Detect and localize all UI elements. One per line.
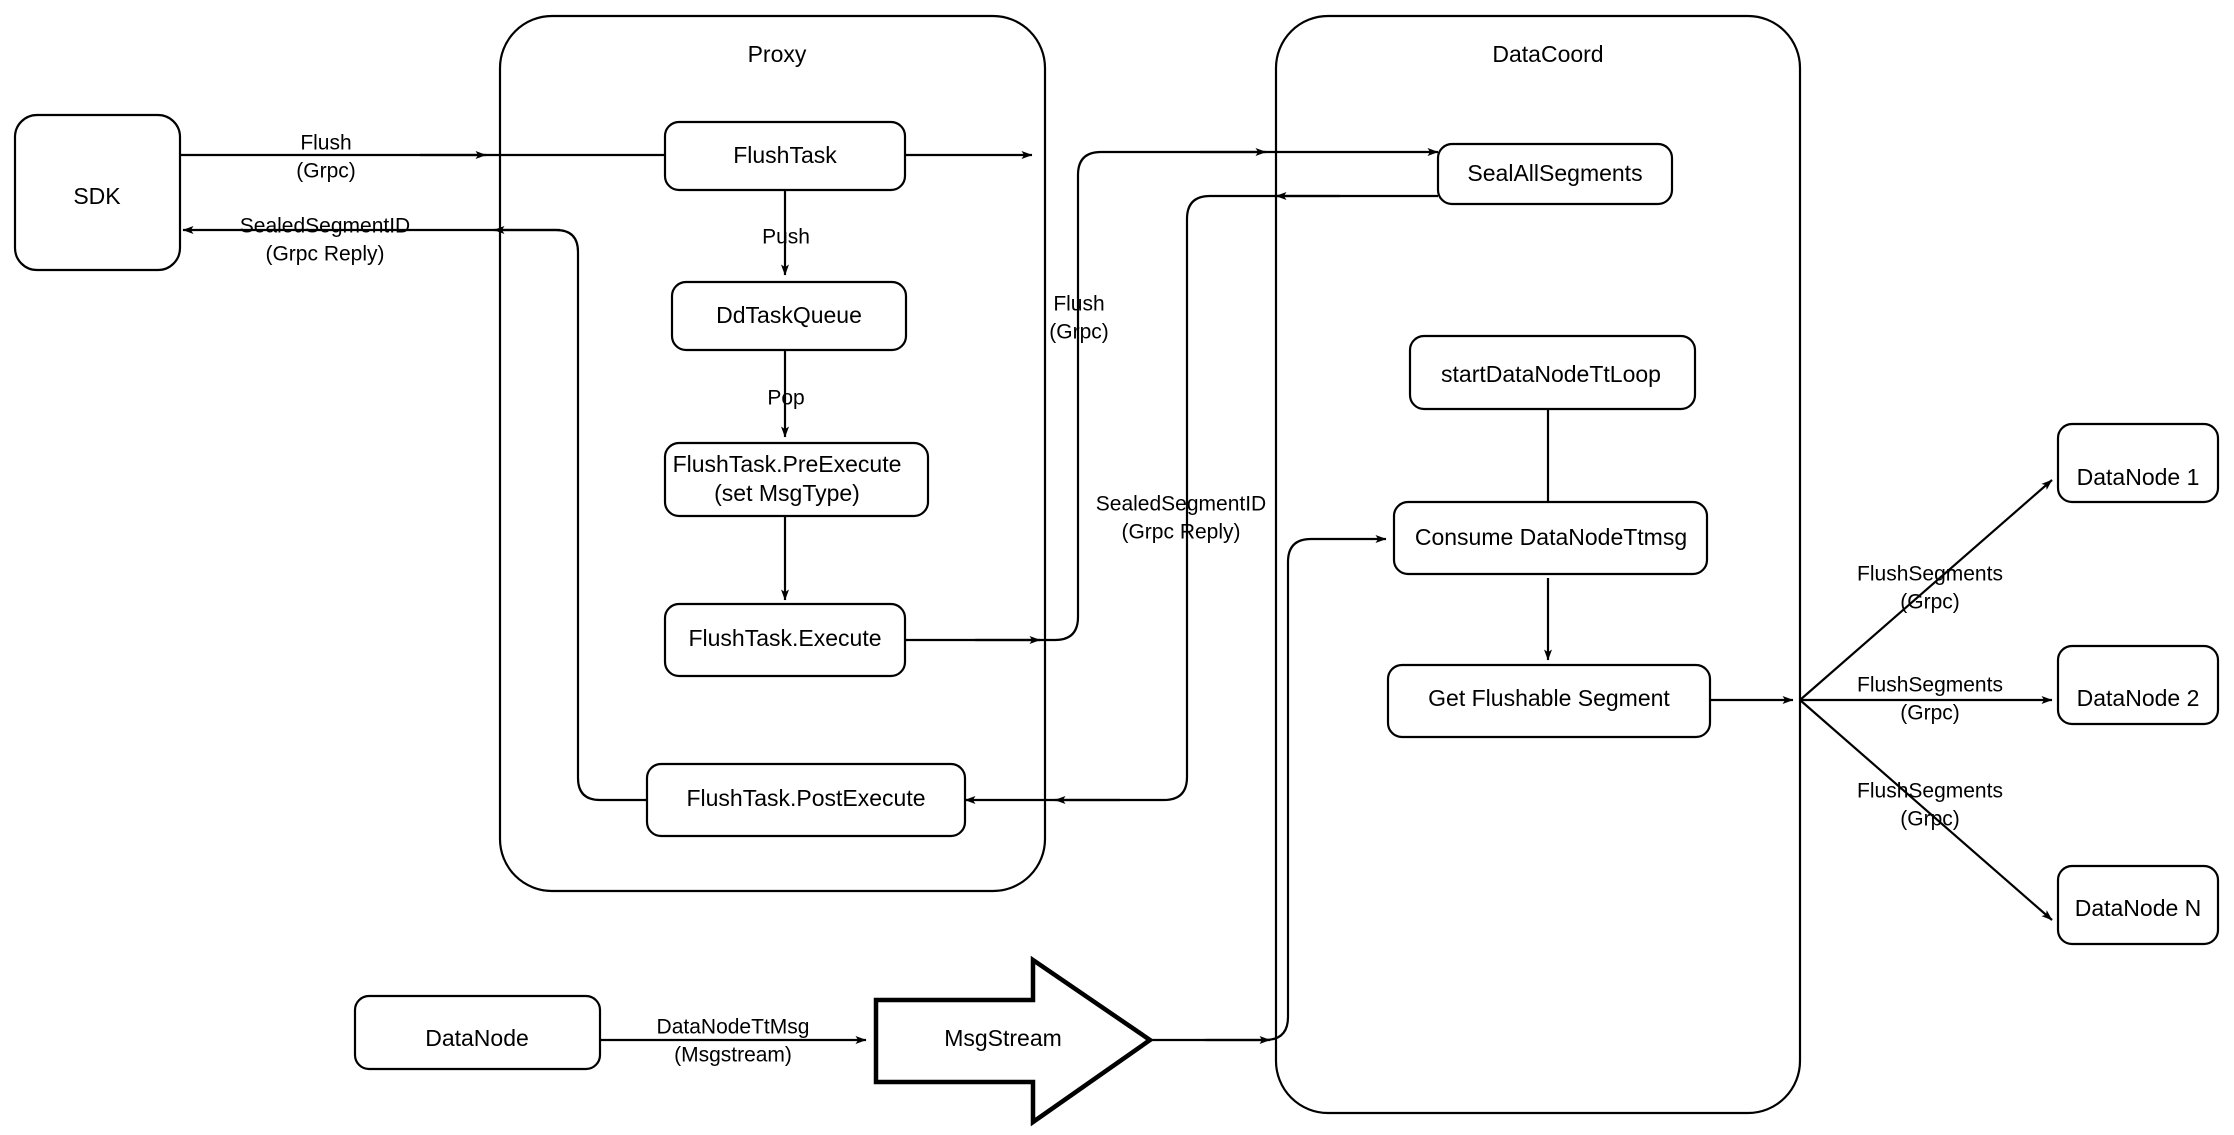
flush-task-box-shape bbox=[663, 120, 907, 192]
node-flush-task-postexecute[interactable]: FlushTask.PostExecute bbox=[645, 762, 967, 838]
label-coord-reply-line2: (Grpc Reply) bbox=[1121, 521, 1240, 544]
label-flush-grpc-line2: (Grpc) bbox=[296, 160, 356, 183]
edge-junction-to-datanode1 bbox=[1799, 479, 2053, 701]
dd-task-queue-label: DdTaskQueue bbox=[716, 302, 862, 328]
preexecute-label-line2: (set MsgType) bbox=[714, 480, 860, 506]
edge-label-flushsegments-n: FlushSegments (Grpc) bbox=[1857, 780, 2003, 831]
datanode-n-label: DataNode N bbox=[2075, 895, 2202, 921]
start-tt-loop-box-shape bbox=[1408, 334, 1697, 411]
preexecute-box-shape bbox=[663, 441, 930, 518]
datanode-1-box-shape bbox=[2056, 422, 2220, 504]
label-flushsegments-2-line2: (Grpc) bbox=[1900, 702, 1960, 725]
node-flush-task-preexecute[interactable]: FlushTask.PreExecute (set MsgType) bbox=[663, 441, 930, 518]
label-coord-flush-line1: Flush bbox=[1053, 293, 1104, 316]
edge-label-flushsegments-1: FlushSegments (Grpc) bbox=[1857, 563, 2003, 614]
label-flushsegments-2-line1: FlushSegments bbox=[1857, 674, 2003, 697]
edge-execute-to-sealallsegments bbox=[905, 148, 1439, 642]
node-datanode-n[interactable]: DataNode N bbox=[2056, 864, 2220, 946]
node-flush-task-execute[interactable]: FlushTask.Execute bbox=[663, 602, 907, 678]
consume-ttmsg-label: Consume DataNodeTtmsg bbox=[1415, 524, 1687, 550]
datanode-1-label: DataNode 1 bbox=[2077, 464, 2200, 490]
start-tt-loop-label: startDataNodeTtLoop bbox=[1441, 361, 1661, 387]
datanode-2-label: DataNode 2 bbox=[2077, 685, 2200, 711]
postexecute-label: FlushTask.PostExecute bbox=[686, 785, 925, 811]
label-coord-reply-line1: SealedSegmentID bbox=[1096, 493, 1266, 516]
node-datanode-1[interactable]: DataNode 1 bbox=[2056, 422, 2220, 504]
postexecute-box-shape bbox=[645, 762, 967, 838]
node-consume-datanode-ttmsg[interactable]: Consume DataNodeTtmsg bbox=[1392, 500, 1709, 576]
proxy-container-label: Proxy bbox=[748, 41, 807, 67]
node-get-flushable-segment[interactable]: Get Flushable Segment bbox=[1386, 663, 1712, 739]
edge-label-proxy-to-sdk: SealedSegmentID (Grpc Reply) bbox=[240, 215, 410, 266]
label-flushsegments-n-line1: FlushSegments bbox=[1857, 780, 2003, 803]
edge-label-datanode-ttmsg: DataNodeTtMsg (Msgstream) bbox=[657, 1016, 810, 1067]
edge-label-pop: Pop bbox=[767, 387, 804, 410]
node-dd-task-queue[interactable]: DdTaskQueue bbox=[670, 280, 908, 352]
node-datanode-producer[interactable]: DataNode bbox=[353, 994, 602, 1071]
edge-label-proxy-to-coord: Flush (Grpc) bbox=[1049, 293, 1109, 344]
label-flushsegments-1-line1: FlushSegments bbox=[1857, 563, 2003, 586]
label-sealedsegmentid-line2: (Grpc Reply) bbox=[265, 243, 384, 266]
label-datanode-ttmsg-line1: DataNodeTtMsg bbox=[657, 1016, 810, 1039]
get-flushable-box-shape bbox=[1386, 663, 1712, 739]
edge-proxy-to-sdk-sealedsegmentid bbox=[182, 226, 647, 802]
label-flush-grpc-line1: Flush bbox=[300, 132, 351, 155]
label-flushsegments-n-line2: (Grpc) bbox=[1900, 808, 1960, 831]
execute-label: FlushTask.Execute bbox=[688, 625, 881, 651]
datanode-n-box-shape bbox=[2056, 864, 2220, 946]
get-flushable-label: Get Flushable Segment bbox=[1428, 685, 1670, 711]
label-coord-flush-line2: (Grpc) bbox=[1049, 321, 1109, 344]
edge-msgstream-to-consume bbox=[1150, 535, 1387, 1042]
node-sdk[interactable]: SDK bbox=[13, 113, 182, 272]
label-sealedsegmentid-line1: SealedSegmentID bbox=[240, 215, 410, 238]
label-pop: Pop bbox=[767, 387, 804, 410]
edge-label-sdk-to-proxy: Flush (Grpc) bbox=[296, 132, 356, 183]
edge-sealallsegments-to-postexecute bbox=[964, 194, 1438, 804]
datanode-producer-box-shape bbox=[353, 994, 602, 1071]
preexecute-label-line1: FlushTask.PreExecute bbox=[673, 451, 902, 477]
datacoord-container-label: DataCoord bbox=[1492, 41, 1603, 67]
consume-ttmsg-box-shape bbox=[1392, 500, 1709, 576]
node-start-datanode-tt-loop[interactable]: startDataNodeTtLoop bbox=[1408, 334, 1697, 411]
node-flush-task[interactable]: FlushTask bbox=[663, 120, 907, 192]
edge-label-flushsegments-2: FlushSegments (Grpc) bbox=[1857, 674, 2003, 725]
label-flushsegments-1-line2: (Grpc) bbox=[1900, 591, 1960, 614]
sdk-box-shape bbox=[13, 113, 182, 272]
flush-task-label: FlushTask bbox=[733, 142, 837, 168]
label-datanode-ttmsg-line2: (Msgstream) bbox=[674, 1044, 792, 1067]
edge-junction-to-datanoden bbox=[1799, 699, 2053, 921]
msgstream-label: MsgStream bbox=[944, 1025, 1062, 1051]
edge-label-push: Push bbox=[762, 226, 810, 249]
edge-label-coord-to-proxy: SealedSegmentID (Grpc Reply) bbox=[1096, 493, 1266, 544]
sdk-label: SDK bbox=[73, 183, 121, 209]
datanode-2-box-shape bbox=[2056, 644, 2220, 726]
node-msgstream[interactable]: MsgStream bbox=[873, 955, 1154, 1127]
label-push: Push bbox=[762, 226, 810, 249]
node-seal-all-segments[interactable]: SealAllSegments bbox=[1436, 142, 1674, 206]
seal-all-segments-label: SealAllSegments bbox=[1467, 160, 1642, 186]
datanode-producer-label: DataNode bbox=[425, 1025, 529, 1051]
execute-box-shape bbox=[663, 602, 907, 678]
seal-all-segments-box-shape bbox=[1436, 142, 1674, 206]
msgstream-arrow-shape bbox=[873, 955, 1154, 1127]
dd-task-queue-box-shape bbox=[670, 280, 908, 352]
node-datanode-2[interactable]: DataNode 2 bbox=[2056, 644, 2220, 726]
